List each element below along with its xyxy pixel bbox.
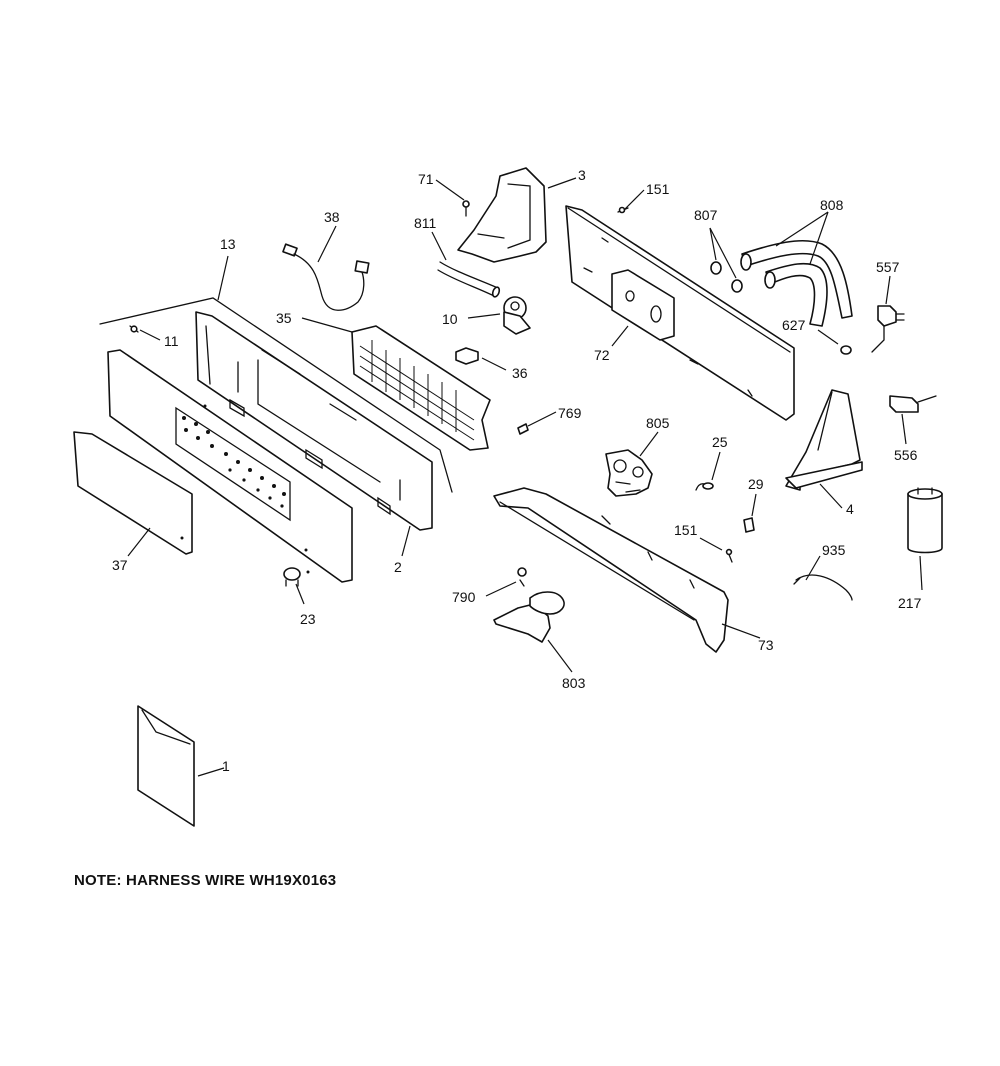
callout-2: 2 bbox=[394, 559, 402, 575]
callout-10: 10 bbox=[442, 311, 458, 327]
console-backsplash-13 bbox=[99, 297, 453, 493]
fill-hose-808 bbox=[740, 239, 853, 327]
shield-803 bbox=[493, 591, 565, 643]
screw-151-lower bbox=[725, 548, 733, 563]
wiring-harness-38 bbox=[282, 243, 370, 311]
bracket-3 bbox=[457, 167, 547, 263]
inlay-panel-37 bbox=[73, 431, 193, 555]
callout-769: 769 bbox=[558, 405, 582, 421]
mounting-bracket-35 bbox=[351, 325, 491, 451]
callout-790: 790 bbox=[452, 589, 476, 605]
control-panel-2 bbox=[107, 349, 353, 583]
callout-151-upper: 151 bbox=[646, 181, 670, 197]
callout-557: 557 bbox=[876, 259, 900, 275]
callout-11: 11 bbox=[164, 333, 179, 349]
clip-36 bbox=[455, 347, 479, 365]
clip-29 bbox=[743, 517, 755, 533]
wire-935 bbox=[793, 574, 853, 601]
callout-807: 807 bbox=[694, 207, 718, 223]
connector-556 bbox=[889, 395, 937, 413]
callout-4: 4 bbox=[846, 501, 854, 517]
pressure-switch-10 bbox=[503, 296, 531, 335]
owner-manual-1 bbox=[137, 705, 195, 827]
callout-151-lower: 151 bbox=[674, 522, 698, 538]
capacitor-217 bbox=[907, 487, 943, 554]
wire-25 bbox=[695, 482, 714, 491]
screw-790 bbox=[517, 567, 527, 587]
callout-73: 73 bbox=[758, 637, 774, 653]
hose-811 bbox=[437, 261, 501, 298]
callout-labels: 13 11 35 38 37 2 23 71 3 811 10 36 769 1… bbox=[112, 167, 922, 774]
rear-panel-72 bbox=[565, 205, 795, 421]
knob-23 bbox=[283, 567, 310, 587]
callout-808: 808 bbox=[820, 197, 844, 213]
callout-627: 627 bbox=[782, 317, 806, 333]
callout-25: 25 bbox=[712, 434, 728, 450]
callout-217: 217 bbox=[898, 595, 922, 611]
callout-72: 72 bbox=[594, 347, 610, 363]
support-4 bbox=[785, 389, 863, 491]
callout-71: 71 bbox=[418, 171, 434, 187]
callout-23: 23 bbox=[300, 611, 316, 627]
callout-38: 38 bbox=[324, 209, 340, 225]
callout-805: 805 bbox=[646, 415, 670, 431]
callout-37: 37 bbox=[112, 557, 128, 573]
washer-807 bbox=[710, 261, 743, 293]
fill-hose-cap-627 bbox=[840, 345, 852, 355]
callout-811: 811 bbox=[414, 215, 437, 231]
clip-769 bbox=[517, 423, 529, 435]
callout-1: 1 bbox=[222, 758, 230, 774]
callout-35: 35 bbox=[276, 310, 292, 326]
plug-557 bbox=[871, 305, 905, 353]
leader-lines bbox=[127, 177, 923, 777]
callout-29: 29 bbox=[748, 476, 764, 492]
callout-36: 36 bbox=[512, 365, 528, 381]
screw-11 bbox=[129, 325, 139, 333]
callout-556: 556 bbox=[894, 447, 918, 463]
console-frame-13 bbox=[195, 311, 433, 531]
harness-wire-note: NOTE: HARNESS WIRE WH19X0163 bbox=[74, 872, 337, 889]
water-valve-805 bbox=[605, 449, 653, 497]
callout-803: 803 bbox=[562, 675, 586, 691]
callout-3: 3 bbox=[578, 167, 586, 183]
callout-13: 13 bbox=[220, 236, 236, 252]
top-cover-73 bbox=[493, 487, 729, 653]
callout-935: 935 bbox=[822, 542, 846, 558]
screw-71 bbox=[462, 200, 470, 217]
